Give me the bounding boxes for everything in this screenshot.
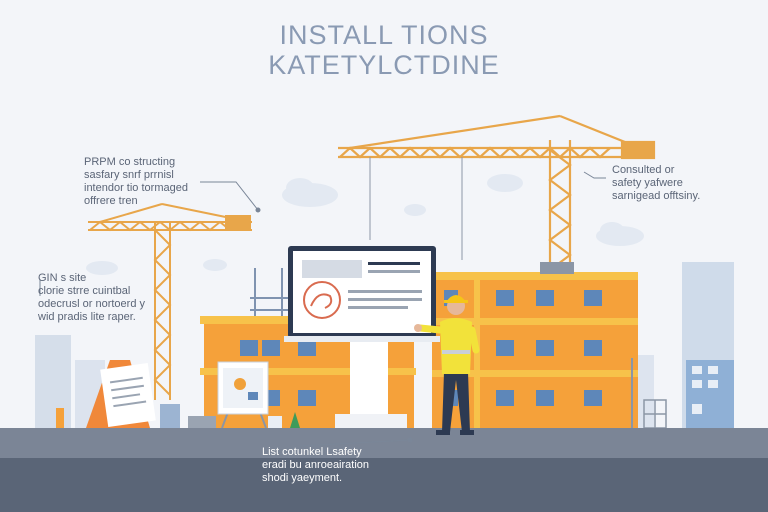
annotation-line: List cotunkel Lsafety bbox=[262, 446, 362, 458]
annotation-line: sarnigead offtsiny. bbox=[612, 190, 701, 202]
clouds bbox=[86, 174, 644, 275]
annotation-leaders bbox=[39, 171, 606, 447]
annotation-right-top: Consulted or safety yafwere sarnigead of… bbox=[612, 164, 700, 203]
road bbox=[0, 458, 768, 512]
ground bbox=[0, 428, 768, 458]
crane-left bbox=[88, 203, 252, 400]
annotation-line: sasfary snrf prrnisl bbox=[84, 169, 174, 181]
annotation-line: GIN s site bbox=[38, 272, 87, 284]
title-line-2: KATETYLCTDINE bbox=[268, 50, 500, 80]
annotation-bottom: List cotunkel Lsafety eradi bu anroeaira… bbox=[262, 446, 369, 485]
annotation-line: odecrusl or nortoerd y bbox=[38, 298, 145, 310]
scaffold bbox=[250, 268, 288, 320]
props bbox=[188, 358, 667, 429]
construction-worker-icon bbox=[414, 295, 480, 435]
crane-right bbox=[338, 114, 656, 272]
annotation-line: safety yafwere bbox=[612, 177, 683, 189]
annotation-line: Consulted or bbox=[612, 164, 675, 176]
annotation-line: wid pradis lite raper. bbox=[38, 311, 136, 323]
annotation-line: offrere tren bbox=[84, 195, 138, 207]
annotation-left-top: PRPM co structing sasfary snrf prrnisl i… bbox=[84, 156, 188, 208]
annotation-line: shodi yaeyment. bbox=[262, 472, 343, 484]
easel bbox=[217, 361, 269, 429]
annotation-left-mid: GIN s site clorie strre cuintbal odecrus… bbox=[38, 272, 145, 324]
annotation-line: intendor tio tormaged bbox=[84, 182, 188, 194]
a-frame-sign bbox=[56, 360, 180, 428]
annotation-line: eradi bu anroeairation bbox=[262, 459, 370, 471]
annotation-line: clorie strre cuintbal bbox=[38, 285, 131, 297]
annotation-line: PRPM co structing bbox=[84, 156, 176, 168]
monitor-billboard bbox=[284, 246, 440, 428]
title-line-1: INSTALL TIONS bbox=[279, 20, 489, 50]
